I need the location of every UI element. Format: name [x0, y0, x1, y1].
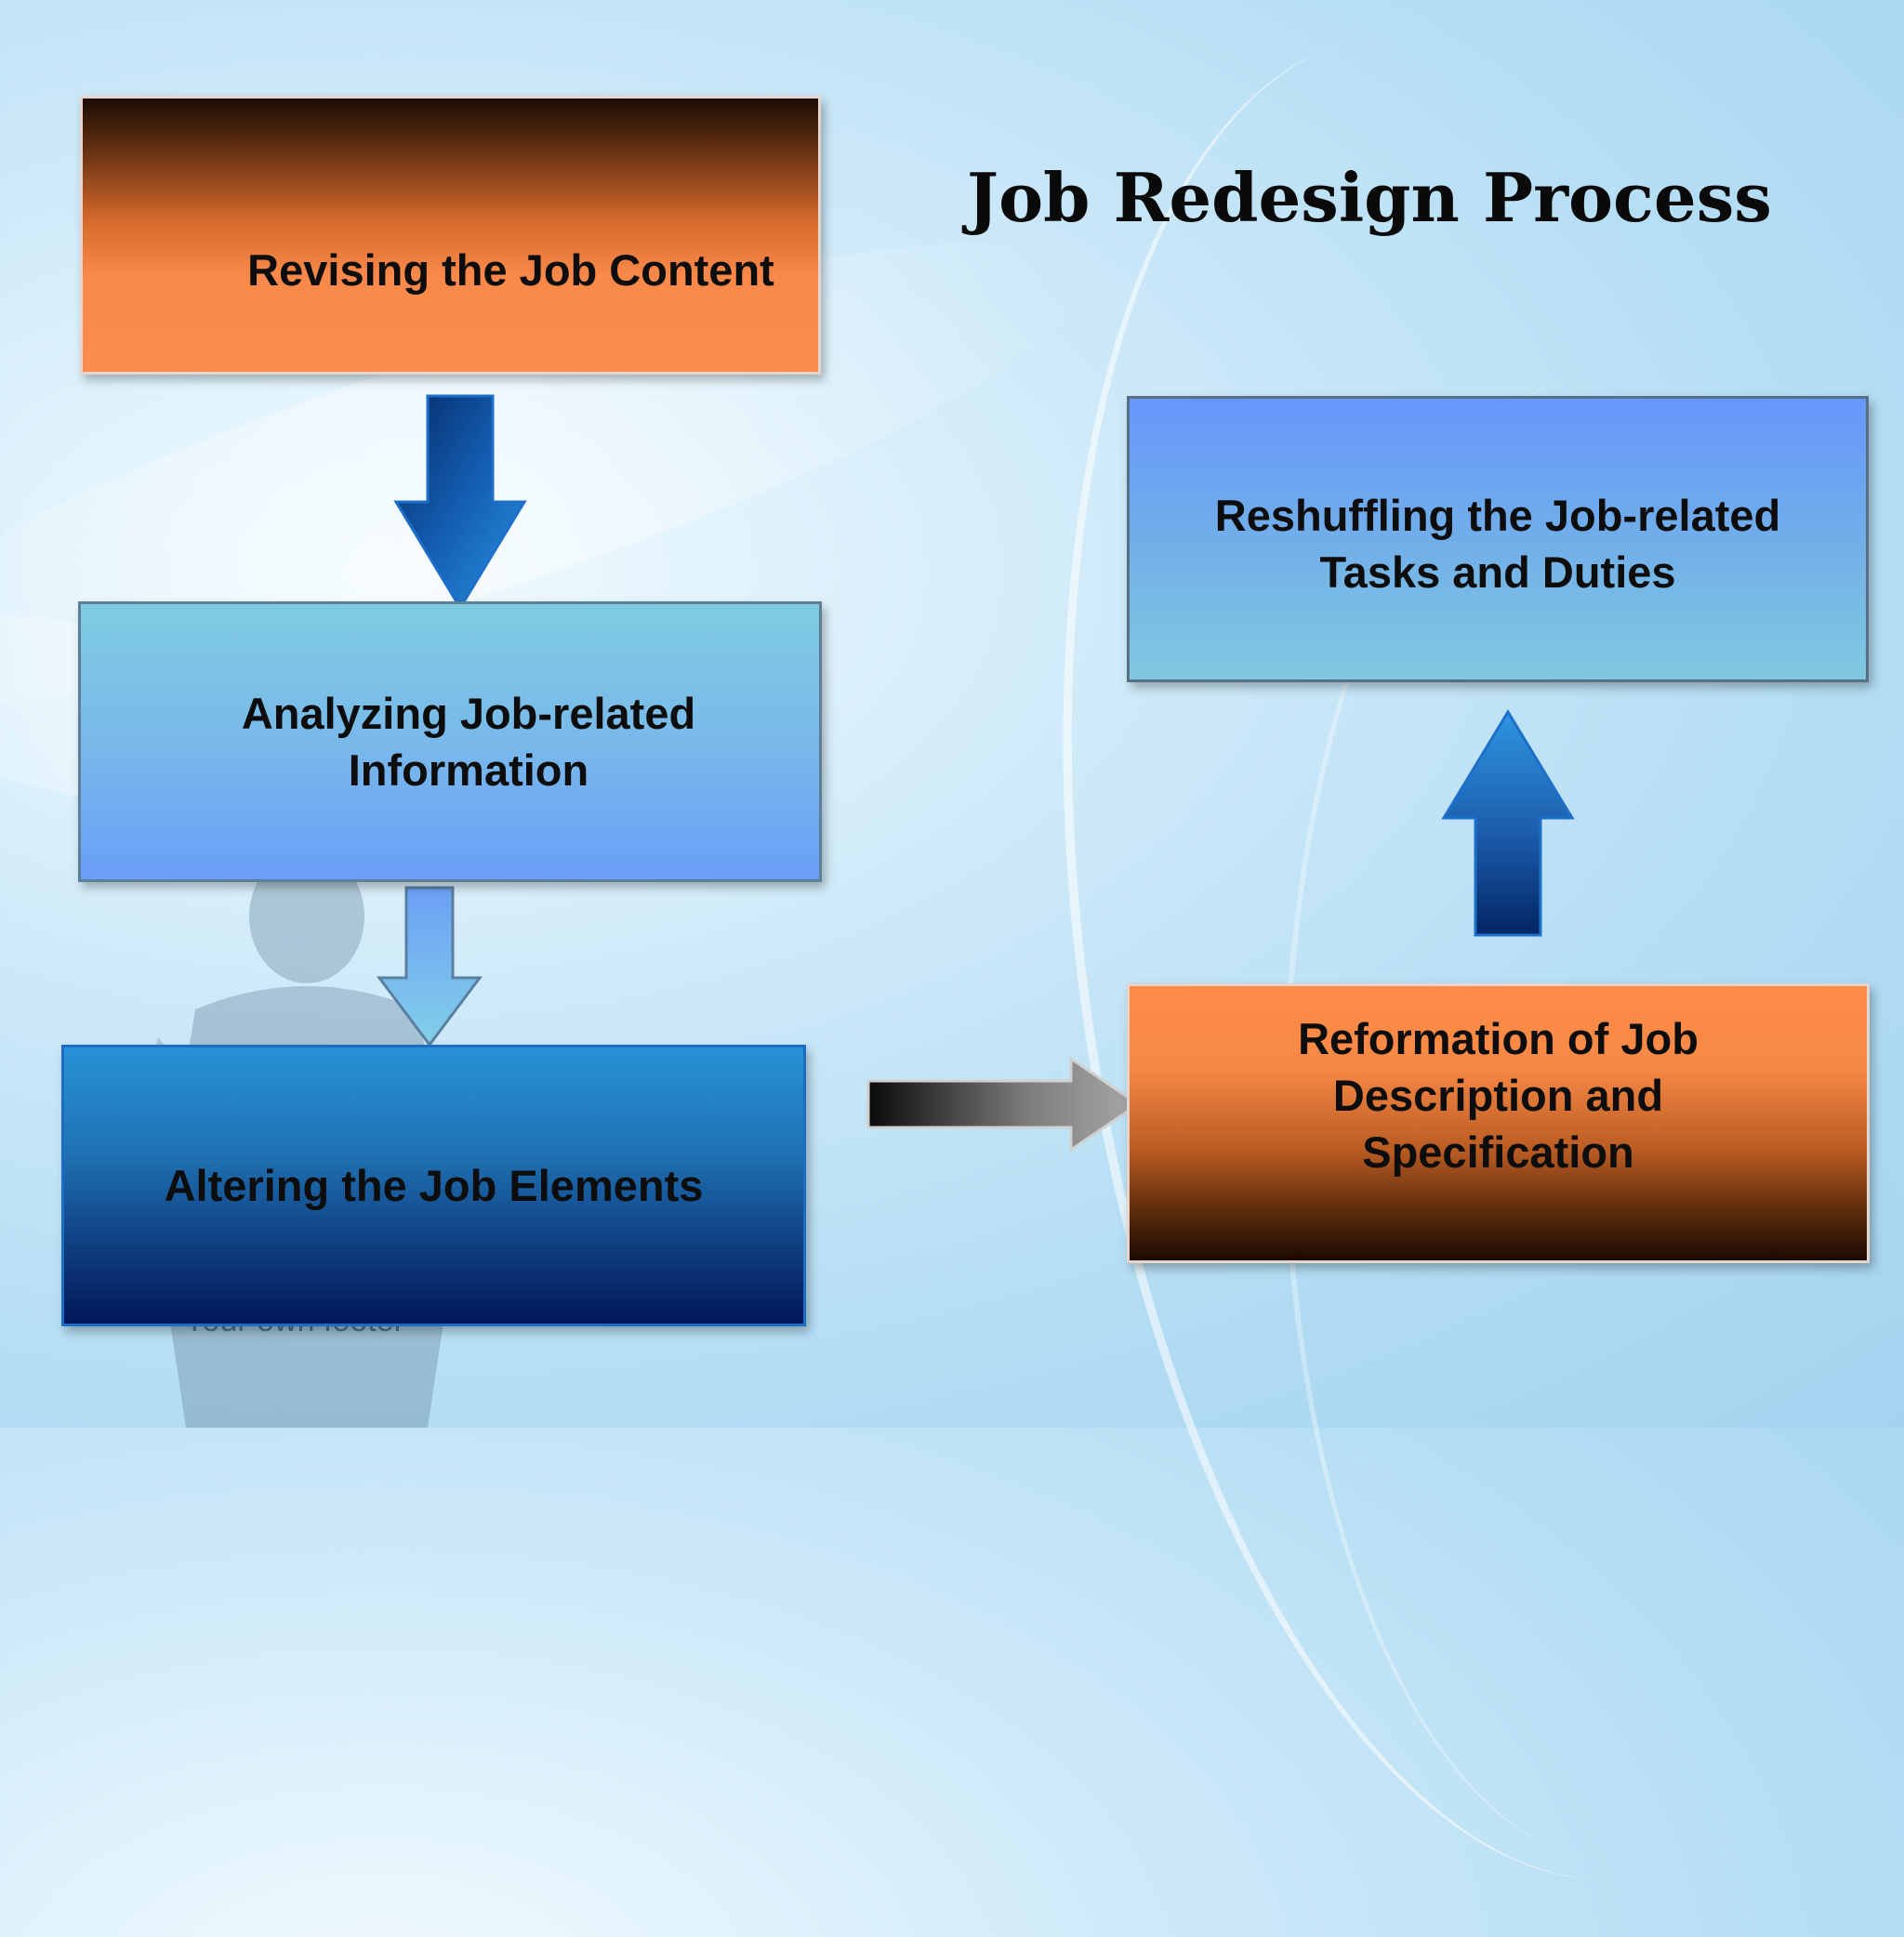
step-revising-job-content: Revising the Job Content	[80, 96, 821, 375]
step-reformation-job-description: Reformation of Job Description and Speci…	[1127, 983, 1870, 1263]
step-reshuffling-tasks-duties: Reshuffling the Job-related Tasks and Du…	[1127, 396, 1869, 682]
arrow-up	[1441, 709, 1575, 937]
arrow-down-1	[393, 394, 527, 611]
arrow-right	[866, 1056, 1141, 1153]
slide-title: Job Redesign Process	[967, 158, 1772, 237]
step-label: Reshuffling the Job-related	[1214, 490, 1781, 540]
background-arc	[953, 0, 1904, 1937]
step-altering-job-elements: Altering the Job Elements	[61, 1045, 806, 1326]
step-label: Revising the Job Content	[247, 244, 774, 295]
step-label: Tasks and Duties	[1319, 547, 1676, 597]
step-label: Specification	[1362, 1127, 1634, 1178]
arrow-down-2	[377, 886, 483, 1048]
step-label: Analyzing Job-related	[241, 688, 696, 738]
step-label: Reformation of Job	[1298, 1013, 1699, 1063]
step-analyzing-job-information: Analyzing Job-related Information	[78, 601, 822, 882]
step-label: Altering the Job Elements	[164, 1160, 704, 1210]
step-label: Description and	[1332, 1070, 1664, 1120]
step-label: Information	[348, 745, 589, 795]
